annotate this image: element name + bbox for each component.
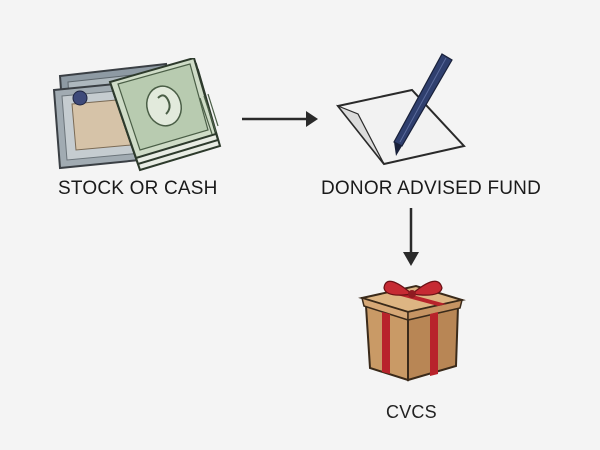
arrow-down-icon xyxy=(403,208,419,266)
gift-box-icon xyxy=(358,280,466,382)
money-stack-icon xyxy=(52,58,222,172)
document-pen-icon xyxy=(336,53,466,166)
node-label-donor-advised-fund: DONOR ADVISED FUND xyxy=(321,178,542,199)
node-label-stock-or-cash: STOCK OR CASH xyxy=(58,178,218,199)
node-label-cvcs: CVCS xyxy=(386,402,437,422)
arrow-right-icon xyxy=(242,111,318,127)
